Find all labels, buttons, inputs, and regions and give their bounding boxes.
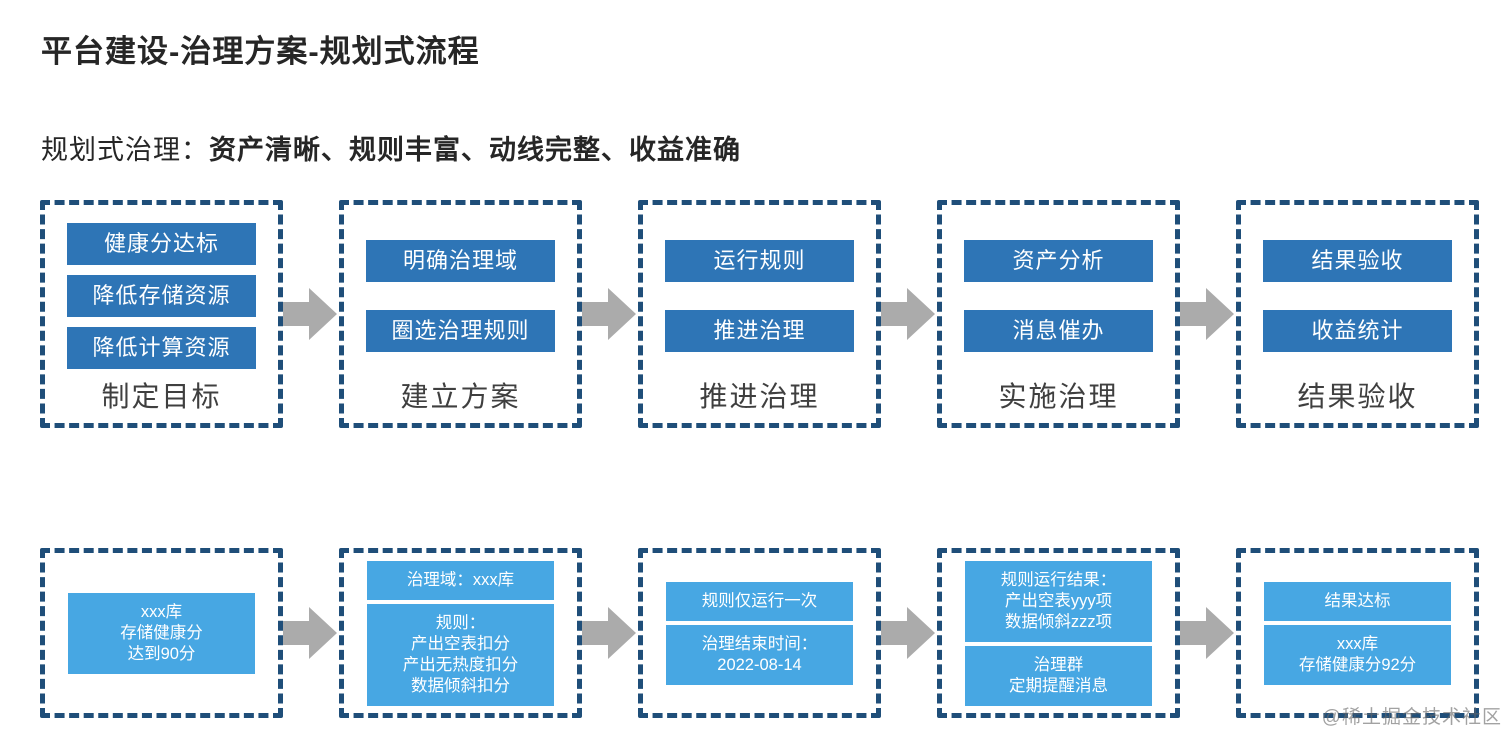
detail-line: 治理域：xxx库 [406, 570, 515, 589]
detail-box: 治理域：xxx库规则： 产出空表扣分产出无热度扣分数据倾斜扣分 [339, 548, 582, 718]
flow-arrow [1180, 200, 1236, 428]
subtitle: 规划式治理：资产清晰、规则丰富、动线完整、收益准确 [41, 128, 741, 167]
stage-box: 结果验收收益统计结果验收 [1236, 200, 1479, 428]
detail-line: 产出空表yyy项 [1004, 591, 1113, 610]
watermark: @稀土掘金技术社区 [1321, 707, 1502, 728]
flow-arrow [283, 548, 339, 718]
flow-arrow-icon [881, 607, 935, 659]
detail-card: 规则运行结果： 产出空表yyy项数据倾斜zzz项 [965, 560, 1152, 642]
step-button: 推进治理 [665, 309, 854, 352]
flow-arrow-icon [582, 288, 636, 340]
flow-arrow-icon [1180, 607, 1234, 659]
detail-box: 规则运行结果： 产出空表yyy项数据倾斜zzz项治理群定期提醒消息 [937, 548, 1180, 718]
subtitle-emphasis: 资产清晰、规则丰富、动线完整、收益准确 [209, 135, 741, 165]
detail-card: 治理群定期提醒消息 [965, 645, 1152, 706]
detail-line: 数据倾斜zzz项 [1004, 612, 1113, 631]
detail-card: 结果达标 [1264, 581, 1451, 621]
stage-box: 健康分达标降低存储资源降低计算资源制定目标 [40, 200, 283, 428]
step-button: 运行规则 [665, 240, 854, 283]
detail-box: 结果达标 xxx库存储健康分92分 [1236, 548, 1479, 718]
detail-line: 定期提醒消息 [1008, 676, 1108, 695]
detail-box: xxx库存储健康分达到90分 [40, 548, 283, 718]
flow-arrow [881, 200, 937, 428]
detail-card: 规则仅运行一次 [666, 581, 853, 621]
detail-card: xxx库存储健康分达到90分 [68, 592, 255, 674]
detail-card: 规则： 产出空表扣分产出无热度扣分数据倾斜扣分 [367, 603, 554, 706]
step-button: 明确治理域 [366, 240, 555, 283]
detail-line: 规则仅运行一次 [701, 591, 818, 610]
flow-arrow-icon [582, 607, 636, 659]
stage-label: 建立方案 [400, 381, 521, 412]
stage-box: 明确治理域圈选治理规则建立方案 [339, 200, 582, 428]
detail-line: 规则： [435, 613, 486, 632]
step-button: 降低计算资源 [67, 327, 256, 369]
stage-label: 推进治理 [699, 381, 820, 412]
flow-arrow [582, 200, 638, 428]
stage-steps: 明确治理域圈选治理规则 [344, 213, 577, 379]
step-button: 圈选治理规则 [366, 309, 555, 352]
step-button: 消息催办 [964, 309, 1153, 352]
detail-card: 治理结束时间： 2022-08-14 [666, 624, 853, 685]
example-details-row: xxx库存储健康分达到90分治理域：xxx库规则：产出空表扣分产出无热度扣分数据… [40, 548, 1479, 718]
flow-arrow [283, 200, 339, 428]
detail-line: 达到90分 [127, 644, 196, 663]
flow-arrow-icon [283, 607, 337, 659]
stage-box: 资产分析消息催办实施治理 [937, 200, 1180, 428]
stage-steps: 健康分达标降低存储资源降低计算资源 [45, 213, 278, 379]
step-button: 收益统计 [1263, 309, 1452, 352]
stage-label: 结果验收 [1297, 381, 1418, 412]
stage-label: 实施治理 [998, 381, 1119, 412]
detail-line: 2022-08-14 [717, 655, 802, 674]
detail-line: 存储健康分 [120, 623, 203, 642]
detail-line: xxx库 [1336, 634, 1379, 653]
flow-arrow-icon [283, 288, 337, 340]
stage-steps: 结果验收收益统计 [1241, 213, 1474, 379]
stage-steps: 资产分析消息催办 [942, 213, 1175, 379]
detail-line: 结果达标 [1324, 591, 1391, 610]
step-button: 健康分达标 [67, 223, 256, 265]
detail-line: 产出空表扣分 [410, 634, 510, 653]
flow-arrow-icon [1180, 288, 1234, 340]
detail-box: 规则仅运行一次治理结束时间： 2022-08-14 [638, 548, 881, 718]
flow-arrow-icon [881, 288, 935, 340]
stage-box: 运行规则推进治理推进治理 [638, 200, 881, 428]
detail-line: 产出无热度扣分 [402, 655, 519, 674]
detail-line: 存储健康分92分 [1298, 655, 1417, 674]
detail-line: 治理结束时间： [701, 634, 818, 653]
detail-line: 数据倾斜扣分 [410, 676, 510, 695]
flow-arrow [1180, 548, 1236, 718]
detail-card: xxx库存储健康分92分 [1264, 624, 1451, 685]
page-title: 平台建设-治理方案-规划式流程 [41, 34, 480, 69]
process-stages-row: 健康分达标降低存储资源降低计算资源制定目标明确治理域圈选治理规则建立方案运行规则… [40, 200, 1479, 428]
step-button: 结果验收 [1263, 240, 1452, 283]
detail-card: 治理域：xxx库 [367, 560, 554, 600]
stage-label: 制定目标 [101, 381, 222, 412]
step-button: 降低存储资源 [67, 275, 256, 317]
flow-arrow [582, 548, 638, 718]
subtitle-prefix: 规划式治理： [41, 135, 209, 165]
detail-line: 治理群 [1033, 655, 1084, 674]
flow-arrow [881, 548, 937, 718]
detail-line: 规则运行结果： [1000, 570, 1117, 589]
detail-line: xxx库 [140, 602, 183, 621]
stage-steps: 运行规则推进治理 [643, 213, 876, 379]
step-button: 资产分析 [964, 240, 1153, 283]
